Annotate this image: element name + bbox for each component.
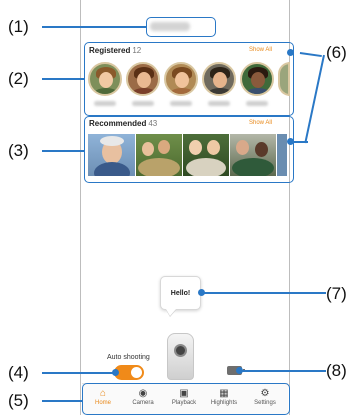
camera-device-image <box>167 333 194 380</box>
callout-label-3: (3) <box>8 141 29 160</box>
registered-show-all-link[interactable]: Show All <box>249 47 273 53</box>
speech-bubble: Hello! <box>160 276 201 310</box>
callout-line-7 <box>202 292 326 294</box>
registered-avatar[interactable] <box>164 62 198 96</box>
registered-avatar[interactable] <box>240 62 274 96</box>
callout-line-3 <box>42 150 84 152</box>
registered-name <box>246 101 268 106</box>
callout-label-4: (4) <box>8 363 29 382</box>
recommended-photo[interactable] <box>183 134 229 176</box>
tab-highlights[interactable]: ▦ Highlights <box>204 388 244 406</box>
callout-label-5: (5) <box>8 391 29 410</box>
registered-name <box>170 101 192 106</box>
registered-name <box>132 101 154 106</box>
gear-icon: ⚙ <box>260 388 270 399</box>
speech-bubble-tail <box>166 309 176 316</box>
recommended-photo[interactable] <box>88 134 135 176</box>
registered-avatar[interactable] <box>88 62 122 96</box>
callout-line-4 <box>42 372 116 374</box>
recommended-photo[interactable] <box>136 134 182 176</box>
callout-dot-4 <box>112 369 119 376</box>
playback-icon: ▣ <box>179 388 189 399</box>
registered-name <box>94 101 116 106</box>
registered-section-frame <box>84 42 294 116</box>
registered-title: Registered <box>89 46 131 55</box>
auto-shooting-label: Auto shooting <box>107 354 150 361</box>
callout-line-5 <box>42 400 82 402</box>
recommended-show-all-link[interactable]: Show All <box>249 120 273 126</box>
callout-line-6c <box>294 141 308 143</box>
callout-dot-7 <box>198 289 205 296</box>
callout-dot-8 <box>236 367 243 374</box>
tab-camera-label: Camera <box>132 400 154 406</box>
callout-label-8: (8) <box>326 361 347 380</box>
callout-line-6a <box>299 52 322 57</box>
recommended-photo[interactable] <box>277 134 287 176</box>
callout-line-6b <box>304 54 325 144</box>
device-name-title <box>150 22 190 31</box>
tabbar-frame <box>82 383 290 415</box>
tab-settings-label: Settings <box>254 400 276 406</box>
tab-camera[interactable]: ◉ Camera <box>123 388 163 406</box>
registered-avatar[interactable] <box>202 62 236 96</box>
tab-playback-label: Playback <box>171 400 197 406</box>
auto-shooting-toggle[interactable] <box>114 365 144 380</box>
toggle-knob <box>131 367 142 378</box>
highlights-icon: ▦ <box>219 388 229 399</box>
tab-settings[interactable]: ⚙ Settings <box>245 388 285 406</box>
registered-count: 12 <box>132 46 142 55</box>
recommended-count: 43 <box>148 119 158 128</box>
tab-home-label: Home <box>94 400 111 406</box>
home-icon: ⌂ <box>99 388 107 399</box>
recommended-photo[interactable] <box>230 134 276 176</box>
callout-label-2: (2) <box>8 69 29 88</box>
callout-line-8 <box>240 370 326 372</box>
tab-home[interactable]: ⌂ Home <box>83 388 123 406</box>
callout-line-1 <box>42 26 146 28</box>
tab-playback[interactable]: ▣ Playback <box>164 388 204 406</box>
callout-label-6: (6) <box>326 43 347 62</box>
recommended-title: Recommended <box>89 119 147 128</box>
callout-dot-6b <box>287 138 294 145</box>
callout-label-1: (1) <box>8 17 29 36</box>
camera-lens <box>174 344 187 357</box>
callout-line-2 <box>42 78 84 80</box>
camera-icon: ◉ <box>138 388 148 399</box>
registered-avatar[interactable] <box>126 62 160 96</box>
registered-name <box>208 101 230 106</box>
tab-highlights-label: Highlights <box>210 400 238 406</box>
title-frame <box>146 17 216 37</box>
callout-label-7: (7) <box>326 284 347 303</box>
callout-dot-6a <box>287 49 294 56</box>
recommended-section-frame <box>84 116 294 183</box>
